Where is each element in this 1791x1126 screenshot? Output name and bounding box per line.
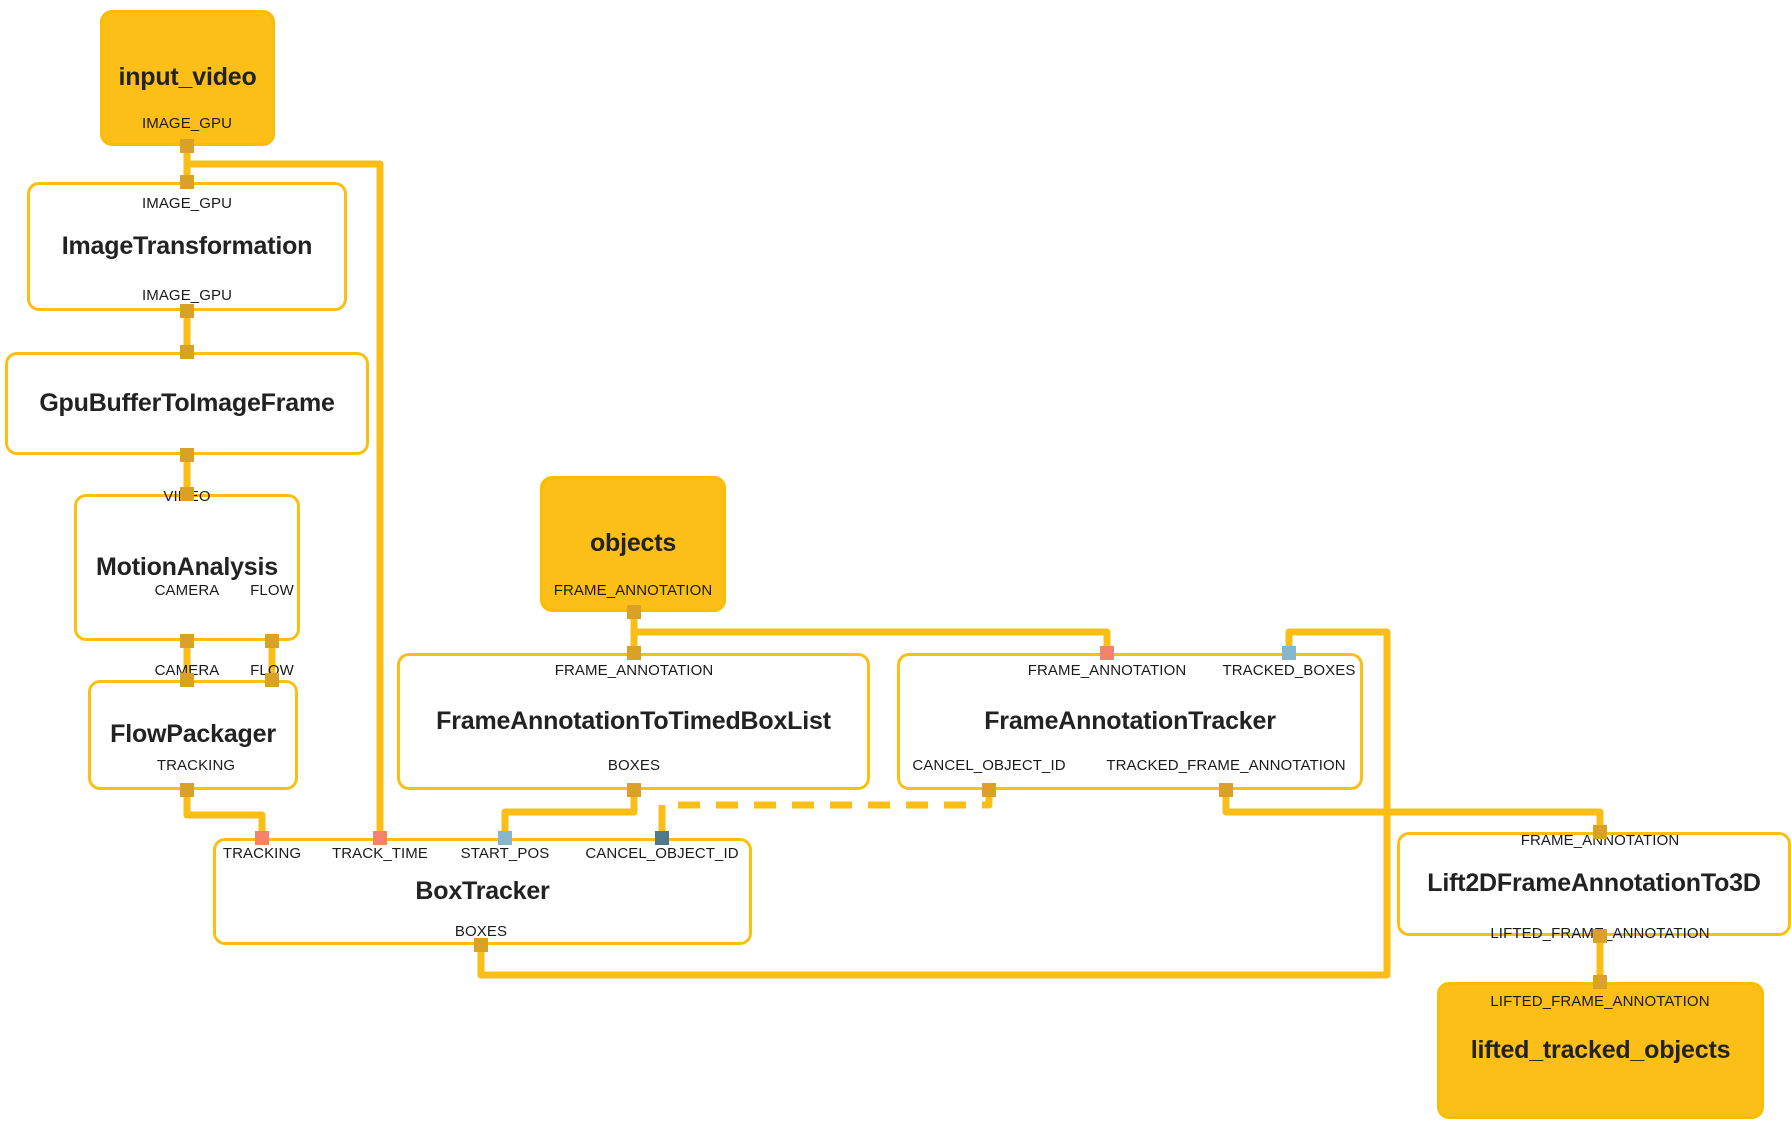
port-motion-analysis-camera-out[interactable] — [180, 634, 194, 648]
port-fat-frame-annotation-in[interactable] — [1100, 646, 1114, 660]
port-image-transformation-image-gpu-out[interactable] — [180, 304, 194, 318]
port-gpu-buffer-in[interactable] — [180, 345, 194, 359]
node-input-video-title: input_video — [118, 63, 257, 92]
node-input-video[interactable]: input_video — [100, 10, 275, 146]
port-box-tracker-tracking-in[interactable] — [255, 831, 269, 845]
port-label-fat-tracked-frame-annotation-out: TRACKED_FRAME_ANNOTATION — [1106, 757, 1346, 774]
edge-fattbl-boxes-to-box-tracker-start-pos — [501, 790, 638, 838]
edge-flow-packager-to-box-tracker-tracking — [183, 790, 266, 838]
port-image-transformation-image-gpu-in[interactable] — [180, 175, 194, 189]
port-label-box-tracker-start-pos-in: START_POS — [460, 845, 550, 862]
port-fat-tracked-frame-annotation-out[interactable] — [1219, 783, 1233, 797]
node-objects-title: objects — [589, 529, 677, 558]
port-label-fat-frame-annotation-in: FRAME_ANNOTATION — [1027, 662, 1187, 679]
port-input-video-image-gpu-out[interactable] — [180, 139, 194, 153]
port-label-fattbl-in: FRAME_ANNOTATION — [554, 662, 714, 679]
port-fattbl-frame-annotation-in[interactable] — [627, 646, 641, 660]
port-gpu-buffer-out[interactable] — [180, 448, 194, 462]
node-frame-annotation-to-timed-box-list[interactable]: FrameAnnotationToTimedBoxList — [397, 653, 870, 790]
node-lift2d-title: Lift2DFrameAnnotationTo3D — [1427, 869, 1761, 898]
port-label-box-tracker-cancel-object-id-in: CANCEL_OBJECT_ID — [585, 845, 739, 862]
port-motion-analysis-flow-out[interactable] — [265, 634, 279, 648]
node-lifted-tracked-objects[interactable]: lifted_tracked_objects — [1437, 982, 1764, 1119]
port-label-box-tracker-tracking-in: TRACKING — [222, 845, 302, 862]
node-gpu-buffer-to-image-frame[interactable]: GpuBufferToImageFrame — [5, 352, 369, 455]
port-objects-frame-annotation-out[interactable] — [627, 605, 641, 619]
port-label-image-transformation-in: IMAGE_GPU — [141, 195, 233, 212]
port-label-input-video-out: IMAGE_GPU — [141, 115, 233, 132]
port-label-fattbl-out: BOXES — [607, 757, 661, 774]
port-label-fat-tracked-boxes-in: TRACKED_BOXES — [1222, 662, 1356, 679]
node-image-transformation-title: ImageTransformation — [61, 231, 313, 260]
node-gpu-buffer-to-image-frame-title: GpuBufferToImageFrame — [39, 388, 335, 417]
node-box-tracker[interactable]: BoxTracker — [213, 838, 752, 945]
port-label-flow-packager-tracking-out: TRACKING — [156, 757, 236, 774]
node-lifted-tracked-objects-title: lifted_tracked_objects — [1470, 1035, 1731, 1064]
port-flow-packager-camera-in[interactable] — [180, 673, 194, 687]
port-label-lifted-tracked-objects-in: LIFTED_FRAME_ANNOTATION — [1490, 993, 1710, 1010]
port-flow-packager-tracking-out[interactable] — [180, 783, 194, 797]
port-motion-analysis-video-in[interactable] — [180, 487, 194, 501]
port-flow-packager-flow-in[interactable] — [265, 673, 279, 687]
edge-tracked-frame-annotation-to-lift2d — [1222, 790, 1604, 832]
node-flow-packager[interactable]: FlowPackager — [88, 680, 298, 790]
node-frame-annotation-tracker[interactable]: FrameAnnotationTracker — [897, 653, 1363, 790]
port-label-motion-analysis-flow-out: FLOW — [250, 582, 294, 599]
node-motion-analysis[interactable]: MotionAnalysis — [74, 494, 300, 641]
node-motion-analysis-title: MotionAnalysis — [96, 552, 278, 581]
edge-cancel-object-id-dashed — [662, 790, 993, 809]
port-label-flow-packager-camera-in: CAMERA — [154, 662, 220, 679]
port-box-tracker-boxes-out[interactable] — [474, 938, 488, 952]
port-box-tracker-track-time-in[interactable] — [373, 831, 387, 845]
port-fattbl-boxes-out[interactable] — [627, 783, 641, 797]
edge-objects-to-frame-annotation-tracker — [634, 628, 1111, 653]
port-label-fat-cancel-object-id-out: CANCEL_OBJECT_ID — [912, 757, 1066, 774]
port-fat-cancel-object-id-out[interactable] — [982, 783, 996, 797]
port-label-lift2d-in: FRAME_ANNOTATION — [1520, 832, 1680, 849]
port-lifted-tracked-objects-in[interactable] — [1593, 975, 1607, 989]
node-box-tracker-title: BoxTracker — [415, 876, 550, 905]
port-label-motion-analysis-camera-out: CAMERA — [154, 582, 220, 599]
port-fat-tracked-boxes-in[interactable] — [1282, 646, 1296, 660]
port-lift2d-frame-annotation-in[interactable] — [1593, 825, 1607, 839]
port-label-box-tracker-boxes-out: BOXES — [454, 923, 508, 940]
node-fattbl-title: FrameAnnotationToTimedBoxList — [436, 706, 831, 735]
node-flow-packager-title: FlowPackager — [110, 720, 276, 749]
node-frame-annotation-tracker-title: FrameAnnotationTracker — [984, 706, 1276, 735]
port-box-tracker-start-pos-in[interactable] — [498, 831, 512, 845]
port-label-box-tracker-track-time-in: TRACK_TIME — [331, 845, 429, 862]
port-label-flow-packager-flow-in: FLOW — [250, 662, 294, 679]
port-label-image-transformation-out: IMAGE_GPU — [141, 287, 233, 304]
port-lift2d-lifted-frame-annotation-out[interactable] — [1593, 929, 1607, 943]
port-label-objects-out: FRAME_ANNOTATION — [553, 582, 713, 599]
port-box-tracker-cancel-object-id-in[interactable] — [655, 831, 669, 845]
